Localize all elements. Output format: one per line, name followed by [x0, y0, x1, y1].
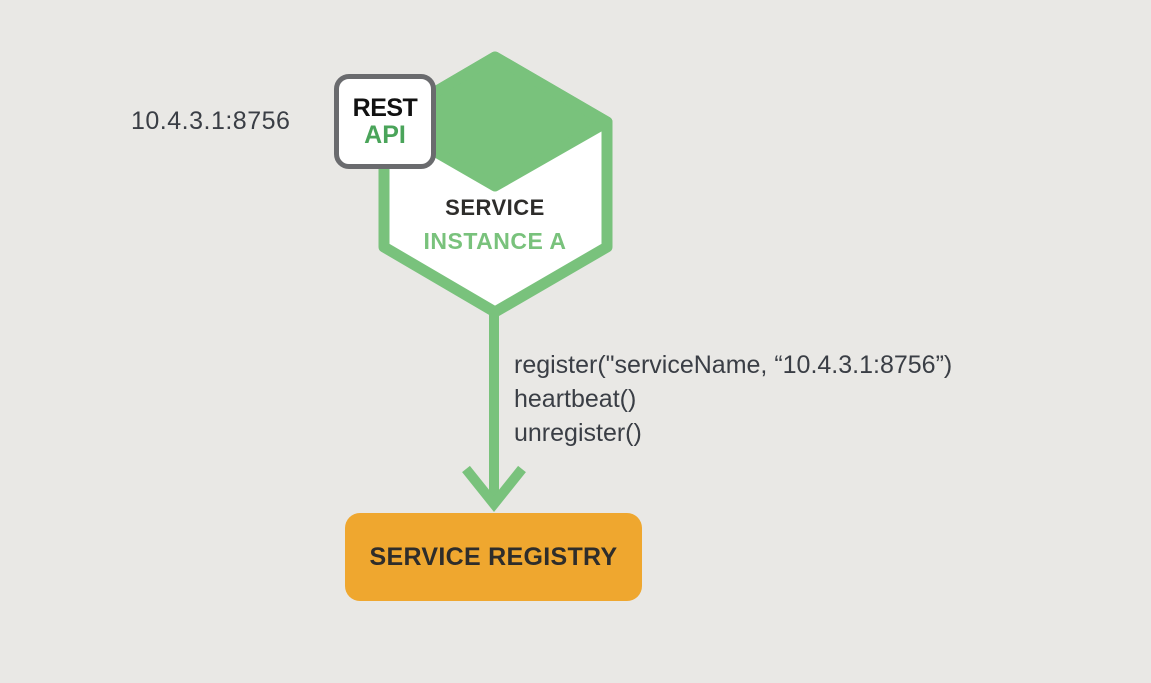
rest-api-badge-line2: API [364, 120, 406, 149]
registry-call-heartbeat: heartbeat() [514, 385, 637, 413]
registry-call-register: register("serviceName, “10.4.3.1:8756”) [514, 351, 953, 379]
service-registry-label: SERVICE REGISTRY [369, 542, 618, 571]
service-instance-label: SERVICE INSTANCE A [375, 195, 615, 255]
service-instance-title: SERVICE [445, 195, 545, 220]
service-instance-subtitle: INSTANCE A [423, 228, 567, 254]
registry-call-unregister: unregister() [514, 419, 642, 447]
ip-address-label: 10.4.3.1:8756 [131, 107, 291, 135]
rest-api-badge: REST API [334, 74, 436, 169]
register-arrow-head [462, 465, 526, 513]
service-registry-box: SERVICE REGISTRY [345, 513, 642, 601]
rest-api-badge-line1: REST [352, 93, 418, 122]
registry-call-list: register("serviceName, “10.4.3.1:8756”) … [514, 348, 952, 450]
